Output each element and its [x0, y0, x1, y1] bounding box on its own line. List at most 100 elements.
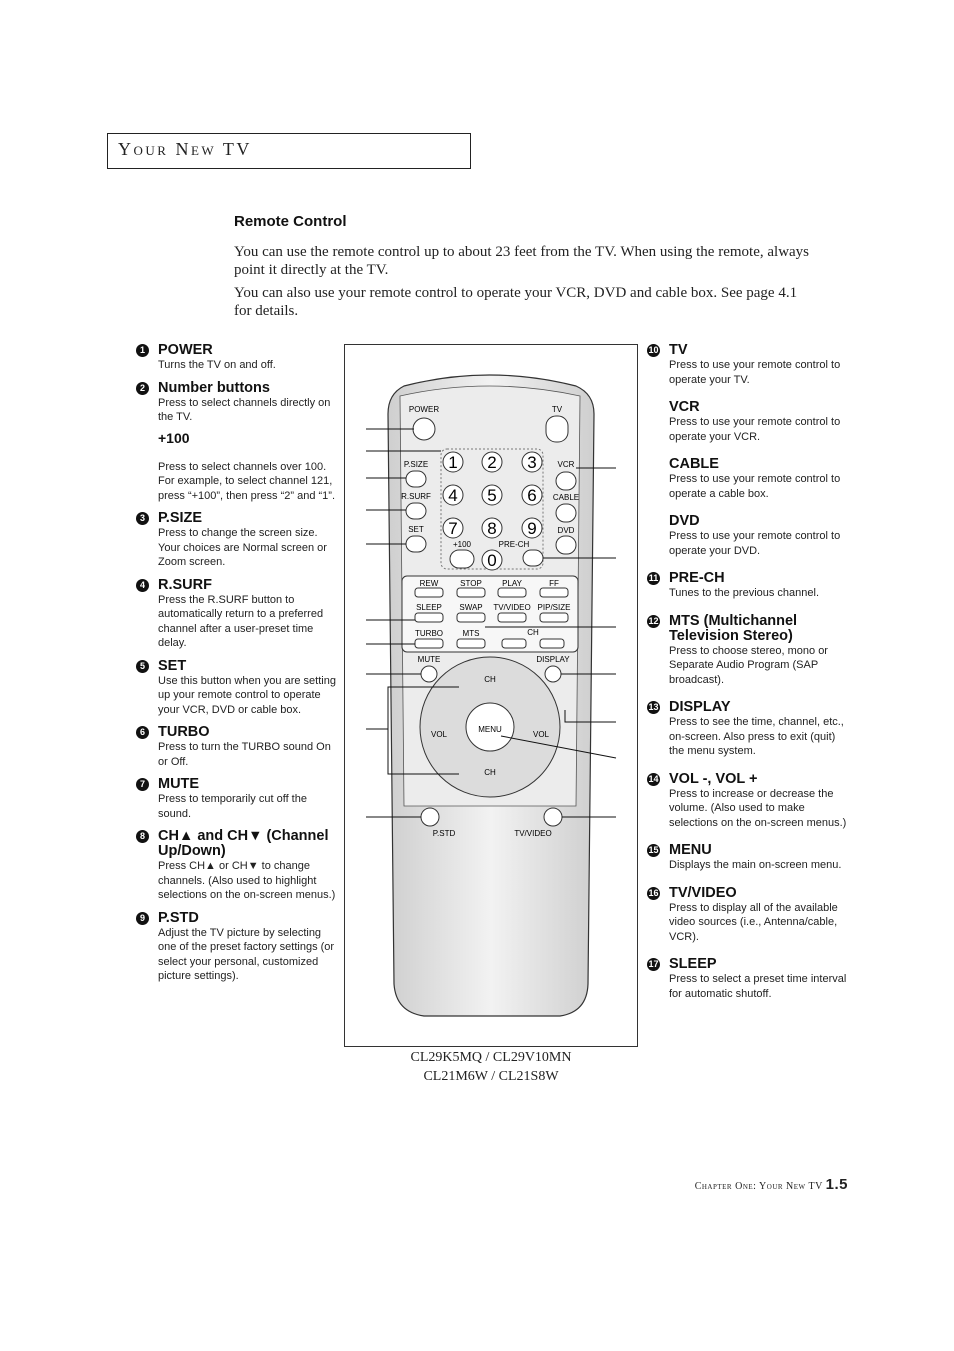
item-desc: Press CH▲ or CH▼ to change channels. (Al… [158, 860, 336, 901]
desc-display: 13 DISPLAY Press to see the time, channe… [647, 699, 849, 759]
callout-number: 2 [136, 381, 149, 395]
rew-button[interactable] [414, 587, 444, 598]
item-desc: Press to see the time, channel, etc., on… [669, 716, 844, 757]
pstd-button[interactable] [420, 807, 440, 827]
header-box [107, 133, 471, 169]
play-button[interactable] [497, 587, 527, 598]
power-button[interactable] [412, 417, 436, 441]
digit-button[interactable] [521, 484, 543, 506]
item-subdesc: Press to select channels over 100. For e… [158, 460, 335, 502]
desc-sleep: 17 SLEEP Press to select a preset time i… [647, 957, 849, 1001]
desc-mts: 12 MTS (Multichannel Television Stereo) … [647, 613, 849, 688]
desc-channel: 8 CH▲ and CH▼ (Channel Up/Down) Press CH… [136, 828, 338, 903]
item-title: CH▲ and CH▼ (Channel Up/Down) [158, 828, 329, 859]
digit-label: 2 [487, 453, 496, 472]
desc-volume: 14 VOL -, VOL + Press to increase or dec… [647, 771, 849, 831]
rew-label: REW [420, 579, 439, 588]
sleep-button[interactable] [414, 612, 444, 623]
digit-button[interactable] [481, 484, 503, 506]
item-title: P.STD [158, 909, 199, 926]
desc-dvd: DVD Press to use your remote control to … [669, 514, 849, 558]
plus100-button[interactable] [449, 549, 475, 569]
swap-button[interactable] [456, 612, 486, 623]
rsurf-button[interactable] [405, 502, 427, 520]
digit-button[interactable] [481, 517, 503, 539]
ch-up-label: CH [484, 675, 496, 684]
item-desc: Press to select channels directly on the… [158, 396, 331, 424]
callout-lines [366, 428, 617, 818]
digit-button[interactable] [442, 484, 464, 506]
dvd-button[interactable] [555, 535, 577, 555]
desc-tvvideo: 16 TV/VIDEO Press to display all of the … [647, 884, 849, 945]
digit-label: 1 [448, 453, 457, 472]
digit-button[interactable] [442, 451, 464, 473]
remote-control-illustration: POWER TV P.SIZE R.SURF SET 1 2 3 4 5 6 7… [366, 374, 617, 1017]
vcr-button[interactable] [555, 471, 577, 491]
display-button[interactable] [544, 665, 562, 683]
vol-up-label: VOL [533, 730, 550, 739]
menu-label: MENU [478, 725, 502, 734]
callout-number: 8 [136, 830, 149, 843]
tvvideo-top-label: TV/VIDEO [493, 603, 530, 612]
callout-number: 11 [647, 572, 660, 585]
stop-button[interactable] [456, 587, 486, 598]
item-title: Number buttons [158, 379, 270, 396]
item-title: TV/VIDEO [669, 884, 737, 901]
digit-button[interactable] [521, 517, 543, 539]
psize-button[interactable] [405, 470, 427, 488]
desc-prech: 11 PRE-CH Tunes to the previous channel. [647, 570, 849, 601]
callout-number: 9 [136, 911, 149, 925]
prech-button[interactable] [522, 549, 544, 567]
tvvideo-label: TV/VIDEO [514, 829, 551, 838]
item-title: DISPLAY [669, 699, 731, 715]
ff-button[interactable] [539, 587, 569, 598]
tv-label: TV [552, 405, 563, 414]
digit-label: 0 [487, 551, 496, 570]
plus100-label: +100 [453, 540, 472, 549]
callout-number: 3 [136, 512, 149, 525]
tvvideo-button[interactable] [543, 807, 563, 827]
digit-button[interactable] [481, 549, 503, 571]
digit-label: 8 [487, 519, 496, 538]
turbo-button[interactable] [414, 638, 444, 649]
desc-pstd: 9 P.STD Adjust the TV picture by selecti… [136, 909, 338, 984]
item-title: P.SIZE [158, 510, 203, 526]
ch-down-small-button[interactable] [501, 638, 527, 649]
mute-button[interactable] [420, 665, 438, 683]
footer-page-number: 1.5 [825, 1176, 848, 1193]
callout-number: 13 [647, 701, 660, 714]
item-title: PRE-CH [669, 570, 725, 586]
tv-button[interactable] [545, 415, 569, 443]
desc-turbo: 6 TURBO Press to turn the TURBO sound On… [136, 725, 338, 769]
callout-number: 17 [647, 958, 660, 971]
cable-button[interactable] [555, 503, 577, 523]
item-desc: Use this button when you are setting up … [158, 674, 336, 716]
set-button[interactable] [405, 535, 427, 553]
desc-set: 5 SET Use this button when you are setti… [136, 658, 338, 718]
digit-label: 5 [487, 486, 496, 505]
digit-button[interactable] [481, 451, 503, 473]
digit-button[interactable] [521, 451, 543, 473]
item-desc: Press to use your remote control to oper… [669, 473, 841, 500]
pipsize-button[interactable] [539, 612, 569, 623]
play-label: PLAY [502, 579, 523, 588]
digit-button[interactable] [442, 517, 464, 539]
mts-button[interactable] [456, 638, 486, 649]
desc-power: 1 POWER Turns the TV on and off. [136, 343, 338, 373]
tvvideo-top-button[interactable] [497, 612, 527, 623]
cable-label: CABLE [553, 493, 579, 502]
item-desc: Press to use your remote control to oper… [669, 359, 841, 386]
pipsize-label: PIP/SIZE [538, 603, 571, 612]
menu-button[interactable] [465, 702, 515, 752]
remote-figure-frame [344, 344, 638, 1047]
prech-label: PRE-CH [499, 540, 530, 549]
transport-panel [401, 575, 579, 653]
item-desc: Displays the main on-screen menu. [669, 859, 842, 871]
mts-label: MTS [463, 629, 480, 638]
callout-number: 10 [647, 344, 660, 357]
callout-number: 14 [647, 772, 660, 786]
desc-mute: 7 MUTE Press to temporarily cut off the … [136, 777, 338, 821]
ch-up-small-button[interactable] [539, 638, 565, 649]
desc-psize: 3 P.SIZE Press to change the screen size… [136, 510, 338, 570]
callout-number: 15 [647, 844, 660, 857]
